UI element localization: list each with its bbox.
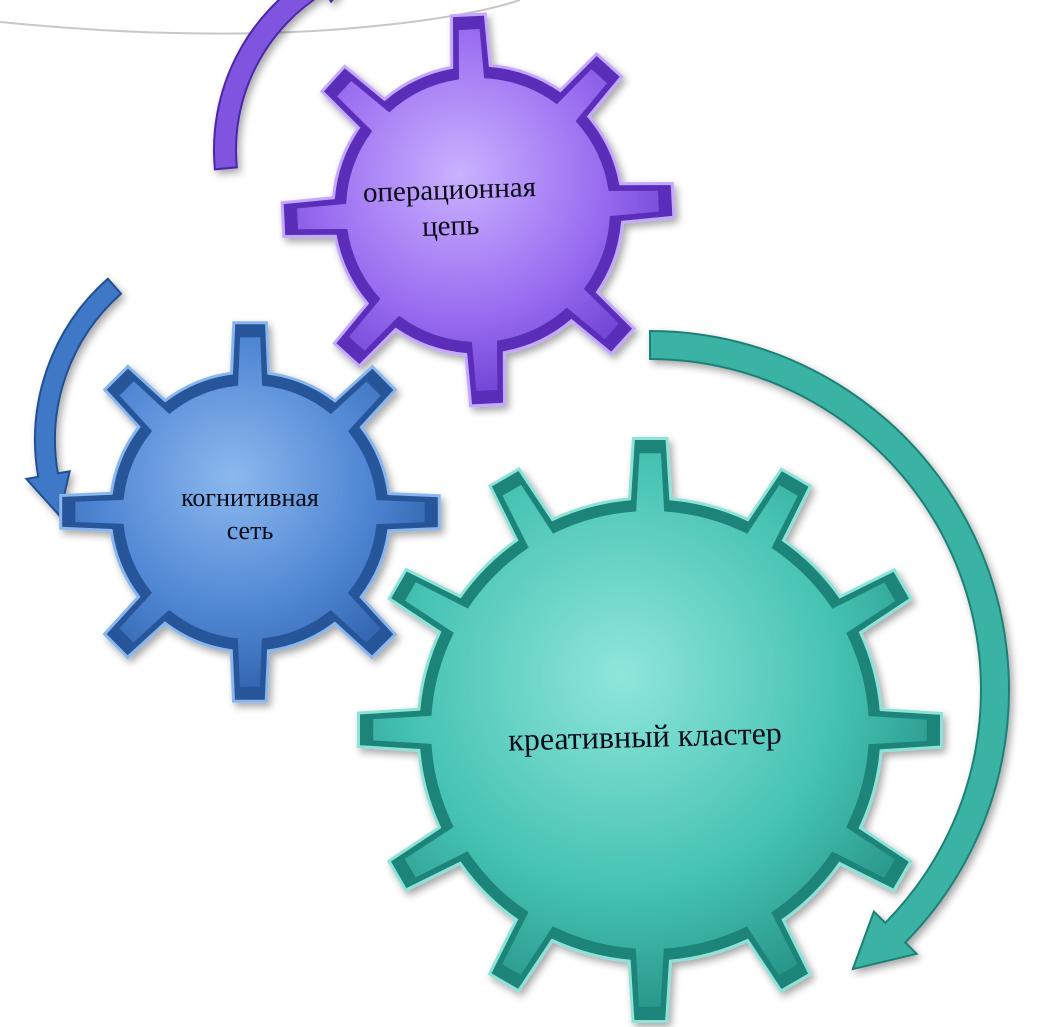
arrow-up-purple xyxy=(213,0,334,171)
arrow-down-blue xyxy=(24,277,123,518)
decorative-top-line xyxy=(0,0,521,35)
gear-creative xyxy=(357,437,943,1023)
gear-cognitive-face xyxy=(73,335,427,689)
gear-cognitive xyxy=(59,321,441,703)
gear-creative-face xyxy=(371,451,929,1009)
gear-operational-face xyxy=(294,26,662,394)
gear-operational xyxy=(280,12,676,408)
arrow-clockwise-teal xyxy=(649,329,1011,971)
